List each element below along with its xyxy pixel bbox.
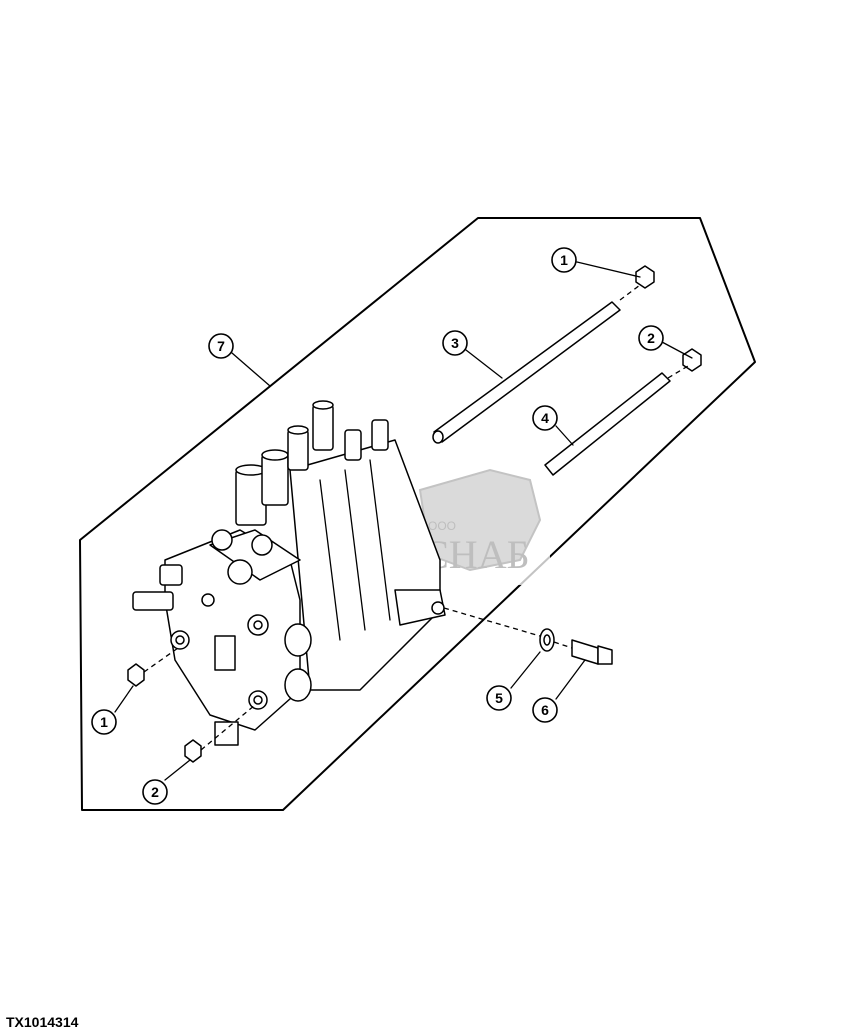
tie-rod-short: [544, 372, 671, 476]
callout-2-top: 2: [638, 325, 664, 351]
washer: [539, 628, 555, 652]
callout-5: 5: [486, 685, 512, 711]
svg-text:5: 5: [495, 690, 503, 706]
svg-text:3: 3: [451, 335, 459, 351]
svg-text:1: 1: [100, 714, 108, 730]
nut-front-1: [127, 663, 145, 687]
control-valve-body: [132, 400, 446, 746]
svg-text:2: 2: [647, 330, 655, 346]
svg-text:6: 6: [541, 702, 549, 718]
nut-top-1: [635, 265, 655, 289]
callout-2-front: 2: [142, 779, 168, 805]
nut-front-2: [184, 739, 202, 763]
svg-text:4: 4: [541, 410, 549, 426]
watermark-prefix: ООО: [428, 519, 456, 533]
callout-4: 4: [532, 405, 558, 431]
callout-3: 3: [442, 330, 468, 356]
figure-id: TX1014314: [6, 1014, 79, 1030]
callout-7: 7: [208, 333, 234, 359]
callout-6: 6: [532, 697, 558, 723]
kit-outline: [79, 217, 756, 811]
callout-1-top: 1: [551, 247, 577, 273]
callout-1-front: 1: [91, 709, 117, 735]
nut-top-2: [682, 348, 702, 372]
svg-text:2: 2: [151, 784, 159, 800]
tie-rod-long: [432, 301, 621, 444]
svg-text:7: 7: [217, 338, 225, 354]
cap-screw: [571, 639, 613, 665]
svg-text:1: 1: [560, 252, 568, 268]
